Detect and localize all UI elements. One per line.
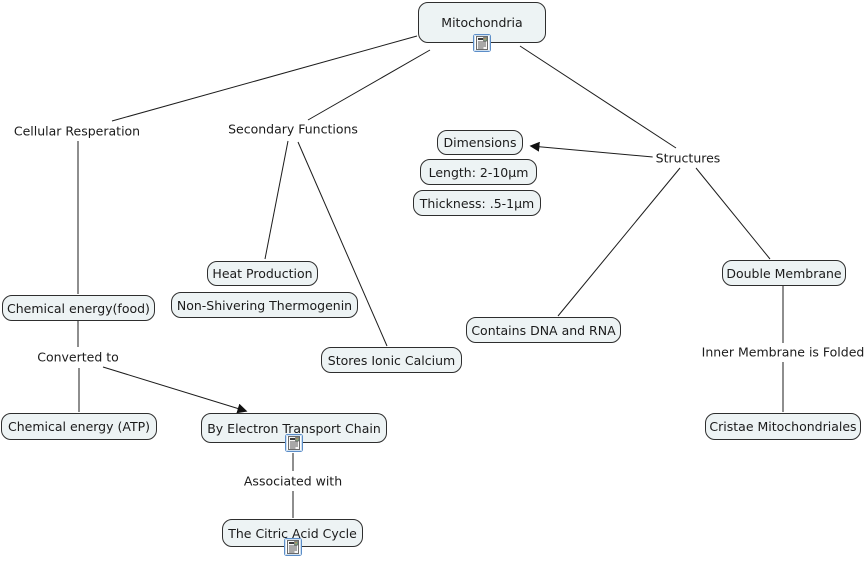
concept-node-stores-ionic-calcium[interactable]: Stores Ionic Calcium <box>321 347 462 373</box>
concept-node-the-citric-acid-cycle[interactable]: The Citric Acid Cycle <box>222 519 363 556</box>
concept-node-cristae-mitochondriales[interactable]: Cristae Mitochondriales <box>705 413 861 440</box>
concept-node-label: Length: 2-10µm <box>428 164 529 180</box>
concept-node-label: Non-Shivering Thermogenin <box>176 297 353 313</box>
concept-node-chemical-energy-food[interactable]: Chemical energy(food) <box>2 295 155 321</box>
concept-node-by-electron-transport-chain[interactable]: By Electron Transport Chain <box>201 413 387 452</box>
resource-icon[interactable] <box>283 538 302 556</box>
concept-node-label: Mitochondria <box>441 15 523 30</box>
linking-phrase-associated-with[interactable]: Associated with <box>240 473 346 489</box>
concept-node-label: Thickness: .5-1µm <box>419 195 535 211</box>
concept-node-mitochondria[interactable]: Mitochondria <box>418 2 546 52</box>
linking-phrase-inner-membrane-is-folded[interactable]: Inner Membrane is Folded <box>698 344 866 360</box>
concept-node-label: Contains DNA and RNA <box>471 322 616 338</box>
linking-phrase-structures[interactable]: Structures <box>652 150 724 166</box>
concept-node-contains-dna-and-rna[interactable]: Contains DNA and RNA <box>466 317 621 343</box>
concept-node-label: Cristae Mitochondriales <box>709 419 857 434</box>
concept-node-thickness[interactable]: Thickness: .5-1µm <box>413 190 541 216</box>
concept-node-length[interactable]: Length: 2-10µm <box>420 159 537 185</box>
concept-node-label: Stores Ionic Calcium <box>327 352 456 368</box>
concept-node-double-membrane[interactable]: Double Membrane <box>722 260 846 286</box>
concept-node-label: Dimensions <box>443 135 517 150</box>
connection-mitochondria-to-secondary-functions[interactable] <box>307 49 431 121</box>
concept-node-label: Chemical energy(food) <box>7 300 150 316</box>
concept-node-dimensions[interactable]: Dimensions <box>437 130 523 155</box>
resource-icon[interactable] <box>473 34 491 52</box>
concept-node-label: Chemical energy (ATP) <box>7 419 150 434</box>
linking-phrase-secondary-functions[interactable]: Secondary Functions <box>225 121 361 137</box>
connection-converted-to-to-by-electron-transport-chain[interactable] <box>102 366 248 414</box>
connection-mitochondria-to-cellular-resperation[interactable] <box>111 35 418 122</box>
connection-secondary-functions-to-heat-production[interactable] <box>264 140 289 260</box>
connection-structures-to-contains-dna-and-rna[interactable] <box>557 167 681 317</box>
linking-phrase-cellular-resperation[interactable]: Cellular Resperation <box>10 123 144 139</box>
connection-mitochondria-to-structures[interactable] <box>519 45 677 149</box>
concept-node-non-shivering-thermogenin[interactable]: Non-Shivering Thermogenin <box>171 292 358 318</box>
concept-node-label: Heat Production <box>212 266 313 281</box>
concept-node-label: Double Membrane <box>726 265 842 281</box>
resource-icon[interactable] <box>285 434 303 452</box>
connection-structures-to-dimensions[interactable] <box>529 141 654 158</box>
connection-secondary-functions-to-stores-ionic-calcium[interactable] <box>297 141 388 347</box>
concept-node-heat-production[interactable]: Heat Production <box>207 261 318 286</box>
connection-structures-to-double-membrane[interactable] <box>695 167 771 260</box>
concept-node-chemical-energy-atp[interactable]: Chemical energy (ATP) <box>1 413 157 440</box>
linking-phrase-converted-to[interactable]: Converted to <box>34 349 122 365</box>
